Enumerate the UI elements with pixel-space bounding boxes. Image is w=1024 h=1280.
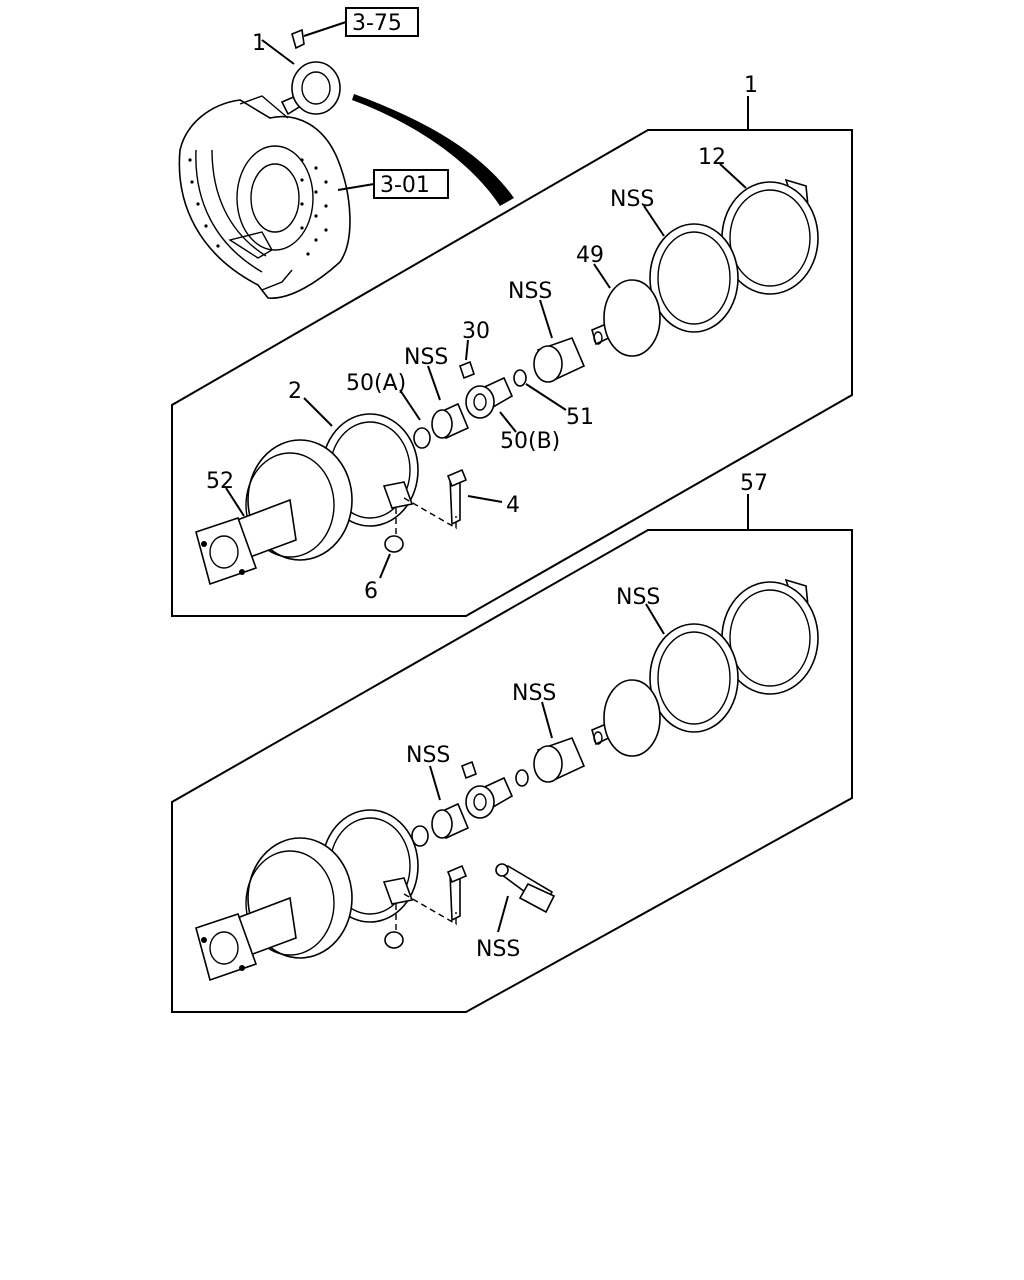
diaphragm[interactable] xyxy=(649,223,739,333)
ref-3-01-label[interactable]: 3-01 xyxy=(380,173,430,198)
housing-57[interactable] xyxy=(721,578,819,695)
label-part-6: 6 xyxy=(364,579,378,604)
label-part-49: 49 xyxy=(576,243,604,268)
label-nss57-diaphragm: NSS xyxy=(616,585,660,610)
push-plate-57[interactable] xyxy=(591,679,661,757)
label-nss-boot: NSS xyxy=(508,279,552,304)
label-nss-diaphragm: NSS xyxy=(610,187,654,212)
part-50a-washer[interactable] xyxy=(413,427,431,449)
part-12-housing[interactable] xyxy=(721,178,819,295)
label-nss57-boot: NSS xyxy=(512,681,556,706)
brake-drum-assembly xyxy=(178,95,351,299)
label-part-50b: 50(B) xyxy=(500,429,560,454)
label-part-4: 4 xyxy=(506,493,520,518)
label-part-52: 52 xyxy=(206,469,234,494)
ref-box-3-01[interactable] xyxy=(373,169,449,199)
o-ring-57[interactable] xyxy=(515,769,529,787)
fitting-57[interactable] xyxy=(465,776,514,819)
pin-57[interactable] xyxy=(461,760,477,780)
part-6-nut[interactable] xyxy=(384,535,404,553)
part-4-bolt[interactable] xyxy=(446,468,468,526)
drum-lining-holes xyxy=(188,158,328,256)
part-51-o-ring[interactable] xyxy=(513,369,527,387)
ref-3-75-label[interactable]: 3-75 xyxy=(352,11,402,36)
label-assembly-top: 1 xyxy=(252,31,266,56)
part-30-pin[interactable] xyxy=(459,360,475,380)
panel-assembly-1 xyxy=(171,129,853,617)
part-50b-fitting[interactable] xyxy=(465,376,514,419)
label-nss57-bushing: NSS xyxy=(406,743,450,768)
boot[interactable] xyxy=(533,336,586,383)
part-52-chamber-base[interactable] xyxy=(195,439,353,586)
bushing-57[interactable] xyxy=(431,802,470,840)
nut-57[interactable] xyxy=(384,931,404,949)
bushing[interactable] xyxy=(431,402,470,440)
washer-57[interactable] xyxy=(411,825,429,847)
part-49-push-plate[interactable] xyxy=(591,279,661,357)
bolt-57[interactable] xyxy=(446,864,468,922)
explode-arrow xyxy=(352,94,514,206)
label-part-30: 30 xyxy=(462,319,490,344)
ref-box-3-75[interactable] xyxy=(345,7,419,37)
diaphragm-57[interactable] xyxy=(649,623,739,733)
label-assembly-57: 57 xyxy=(740,471,768,496)
label-part-2: 2 xyxy=(288,379,302,404)
label-part-12: 12 xyxy=(698,145,726,170)
label-nss57-tube: NSS xyxy=(476,937,520,962)
label-part-50a: 50(A) xyxy=(346,371,406,396)
boot-57[interactable] xyxy=(533,736,586,783)
tube-57[interactable] xyxy=(495,863,556,914)
label-nss-bushing: NSS xyxy=(404,345,448,370)
label-part-51: 51 xyxy=(566,405,594,430)
brake-chamber-top xyxy=(280,28,341,116)
label-assembly-1: 1 xyxy=(744,73,758,98)
chamber-base-57[interactable] xyxy=(195,837,353,982)
panel-assembly-57 xyxy=(171,529,853,1013)
